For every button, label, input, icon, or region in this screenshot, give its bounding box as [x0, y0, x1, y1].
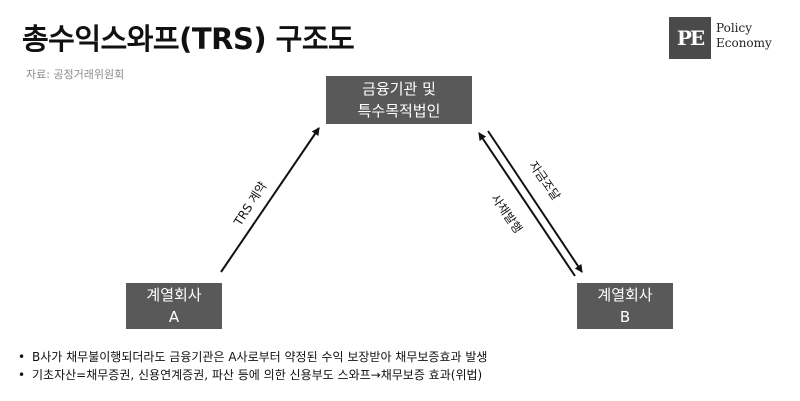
node-top-line2: 특수목적법인: [357, 102, 441, 120]
page-title: 총수익스와프(TRS) 구조도: [22, 22, 355, 56]
node-top-line1: 금융기관 및: [362, 80, 436, 98]
node-a-line1: 계열회사: [146, 286, 202, 304]
arrow-trs-contract: [220, 127, 320, 273]
footnote-item: B사가 채무불이행되더라도 금융기관은 A사로부터 약정된 수익 보장받아 채무…: [18, 348, 487, 366]
node-affiliate-b: 계열회사 B: [577, 283, 673, 329]
footnote-item: 기초자산=채무증권, 신용연계증권, 파산 등에 의한 신용부도 스와프→채무보…: [18, 366, 487, 384]
node-a-line2: A: [168, 308, 180, 326]
arrow-funding: [487, 130, 583, 273]
footnotes: B사가 채무불이행되더라도 금융기관은 A사로부터 약정된 수익 보장받아 채무…: [18, 348, 487, 384]
source-note: 자료: 공정거래위원회: [26, 68, 125, 81]
logo-line-2: Economy: [716, 36, 772, 50]
node-b-line1: 계열회사: [597, 286, 653, 304]
node-b-line2: B: [619, 308, 631, 326]
publisher-logo: PE Policy Economy: [669, 17, 779, 59]
arrow-bond-issue: [478, 132, 576, 277]
logo-line-1: Policy: [716, 21, 752, 35]
node-affiliate-a: 계열회사 A: [126, 283, 222, 329]
logo-mark: PE: [669, 17, 711, 59]
logo-text: Policy Economy: [716, 21, 772, 51]
node-financial-institution: 금융기관 및 특수목적법인: [326, 76, 472, 124]
